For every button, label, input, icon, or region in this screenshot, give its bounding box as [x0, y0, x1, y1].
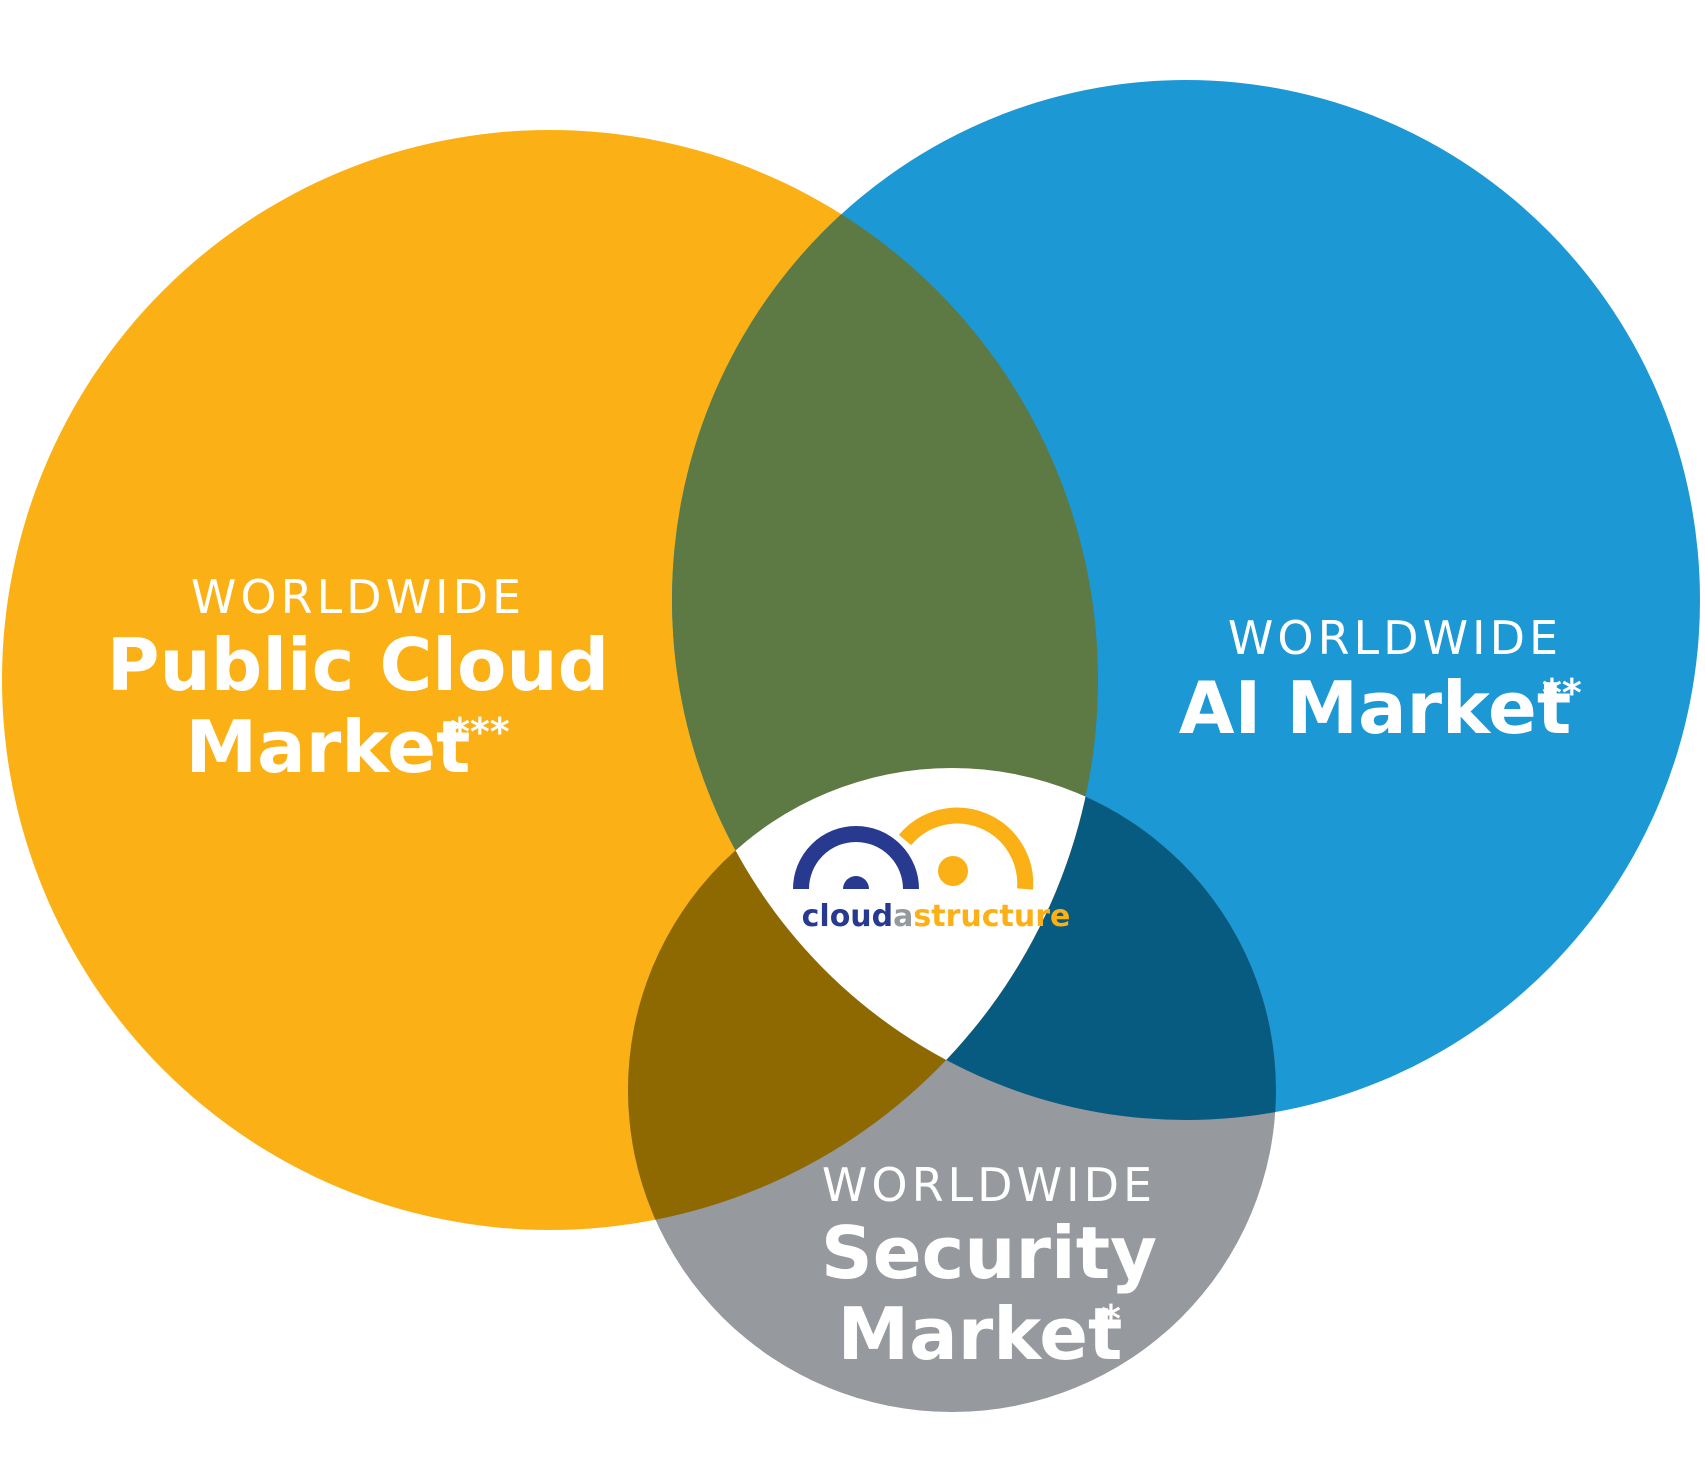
public-cloud-label: WORLDWIDE Public Cloud Market *** [107, 570, 609, 789]
public-cloud-title-line2: Market [186, 705, 471, 789]
public-cloud-asterisks: *** [450, 710, 510, 754]
cloudastructure-logo: cloudastructure [793, 807, 1071, 934]
cloudastructure-arcs-icon [793, 807, 1034, 890]
ai-market-label: WORLDWIDE AI Market ** [1179, 611, 1582, 750]
security-market-title-line1: Security [821, 1211, 1157, 1295]
cloudastructure-wordmark: cloudastructure [802, 899, 1071, 934]
public-cloud-title-line1: Public Cloud [107, 623, 609, 707]
security-market-title-line2: Market [838, 1292, 1123, 1376]
ai-market-asterisks: ** [1542, 671, 1582, 715]
ai-market-title: AI Market [1179, 666, 1572, 750]
security-market-kicker: WORLDWIDE [822, 1158, 1156, 1212]
public-cloud-kicker: WORLDWIDE [191, 570, 525, 624]
security-market-label: WORLDWIDE Security Market * [821, 1158, 1157, 1376]
security-market-asterisks: * [1101, 1297, 1121, 1341]
ai-market-kicker: WORLDWIDE [1228, 611, 1562, 665]
